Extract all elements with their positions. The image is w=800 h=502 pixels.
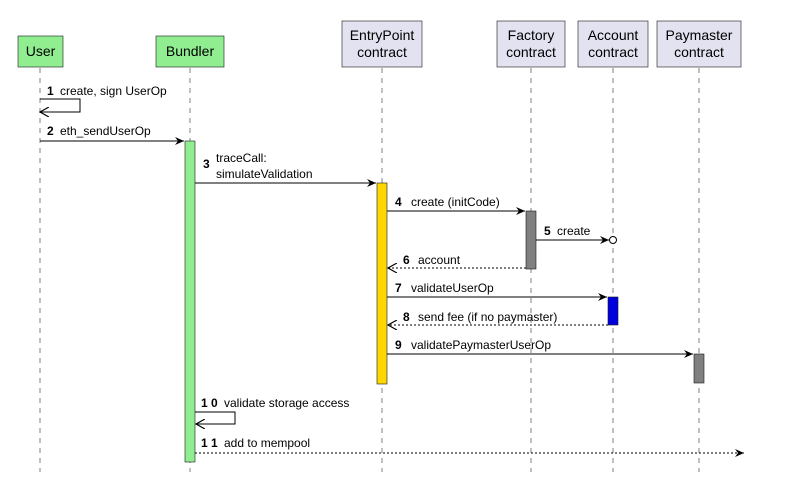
message-number: 4 — [395, 195, 402, 209]
message-number: 6 — [403, 253, 410, 267]
participant-label-line1: EntryPoint — [350, 27, 415, 43]
activation-bar-bundler — [184, 140, 196, 463]
participant-label-line2: contract — [357, 44, 407, 60]
participant-entrypoint: EntryPoint contract — [341, 20, 423, 68]
participant-label: Bundler — [166, 43, 215, 59]
message-3: 3 traceCall: simulateValidation — [195, 151, 376, 187]
participant-label-line2: contract — [506, 44, 556, 60]
message-number: 7 — [395, 281, 402, 295]
message-number: 8 — [403, 310, 410, 324]
participant-paymaster: Paymaster contract — [656, 20, 742, 68]
message-label-line2: simulateValidation — [216, 167, 313, 181]
participant-label-line1: Account — [588, 27, 639, 43]
participant-user: User — [17, 35, 64, 68]
message-label: validatePaymasterUserOp — [411, 338, 551, 352]
participant-box — [577, 20, 649, 68]
participant-factory: Factory contract — [496, 20, 566, 68]
message-arrow — [195, 411, 236, 424]
message-label: add to mempool — [224, 436, 310, 450]
message-label: validateUserOp — [411, 281, 494, 295]
participant-box — [341, 20, 423, 68]
message-number: 3 — [203, 157, 210, 171]
message-label: account — [418, 253, 461, 267]
message-1: 1 create, sign UserOp — [40, 84, 167, 112]
message-9: 9 validatePaymasterUserOp — [387, 338, 693, 358]
participant-label-line2: contract — [588, 44, 638, 60]
message-number: 9 — [395, 338, 402, 352]
activation-bar-account — [607, 296, 619, 326]
participant-label-line1: Factory — [508, 27, 555, 43]
message-label: create — [557, 224, 591, 238]
participant-label-line2: contract — [674, 44, 724, 60]
message-10: 1 0 validate storage access — [195, 396, 349, 424]
message-arrow — [40, 98, 81, 112]
participant-box — [496, 20, 566, 68]
message-label: create, sign UserOp — [60, 84, 167, 98]
message-5: 5 create — [536, 224, 617, 244]
participant-box — [17, 35, 64, 68]
message-number: 2 — [47, 124, 54, 138]
message-number: 5 — [544, 224, 551, 238]
message-label: create (initCode) — [411, 195, 500, 209]
participant-box — [656, 20, 742, 68]
message-label: send fee (if no paymaster) — [418, 310, 557, 324]
message-label: eth_sendUserOp — [60, 124, 151, 138]
participant-label-line1: Paymaster — [666, 27, 733, 43]
message-label-line1: traceCall: — [216, 151, 267, 165]
message-number: 1 1 — [201, 436, 218, 450]
activation-bar-entrypoint — [376, 182, 388, 385]
participant-bundler: Bundler — [155, 35, 225, 68]
participant-account: Account contract — [577, 20, 649, 68]
message-6: 6 account — [388, 253, 526, 268]
participant-label: User — [26, 43, 56, 59]
message-7: 7 validateUserOp — [387, 281, 607, 301]
activation-bar-paymaster — [693, 353, 705, 384]
message-2: 2 eth_sendUserOp — [40, 124, 184, 145]
message-4: 4 create (initCode) — [387, 195, 525, 215]
message-number: 1 0 — [201, 396, 218, 410]
message-11: 1 1 add to mempool — [195, 436, 744, 457]
activation-bar-factory — [525, 210, 537, 270]
message-number: 1 — [47, 84, 54, 98]
message-label: validate storage access — [224, 396, 349, 410]
message-8: 8 send fee (if no paymaster) — [388, 310, 608, 325]
create-circle-icon — [609, 236, 617, 244]
participant-box — [155, 35, 225, 68]
